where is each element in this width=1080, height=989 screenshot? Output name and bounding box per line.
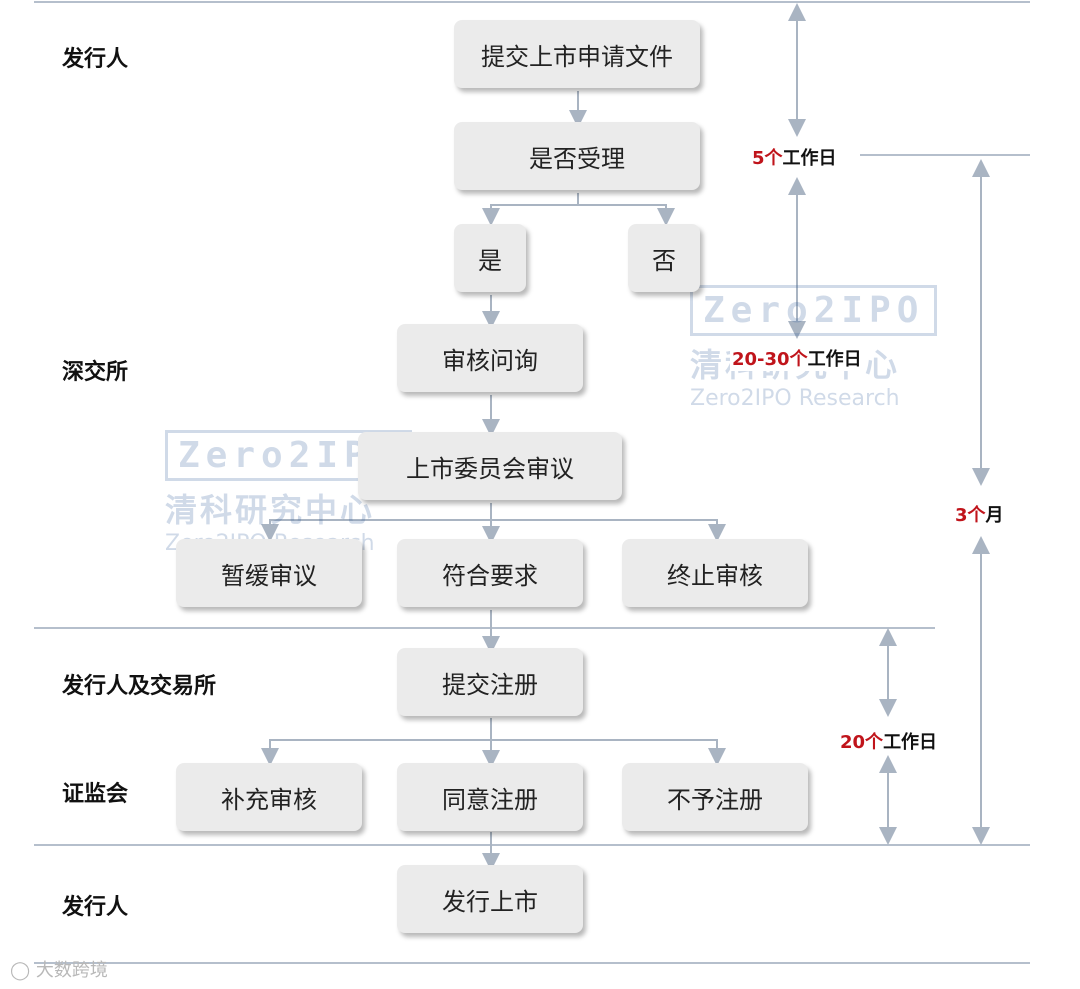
footer-source-text: 大数跨境 — [35, 960, 108, 981]
connector-registration-branch — [261, 739, 726, 766]
step-terminate-review: 终止审核 — [622, 539, 808, 607]
duration-number: 20个 — [840, 732, 884, 753]
duration-unit: 月 — [985, 505, 1004, 526]
step-no: 否 — [628, 224, 700, 292]
connector-committee-branch — [261, 519, 726, 542]
step-meets-requirements: 符合要求 — [397, 539, 583, 607]
duration-3-months: 3个月 — [953, 501, 1006, 527]
connector-accept-branch — [482, 204, 675, 226]
duration-20-30-working-days: 20-30个工作日 — [730, 345, 864, 371]
step-accept-decision: 是否受理 — [454, 122, 700, 190]
step-review-inquiry: 审核问询 — [397, 324, 583, 392]
step-committee-review: 上市委员会审议 — [358, 432, 622, 500]
row-label-issuer-top: 发行人 — [62, 47, 129, 72]
step-submit-application: 提交上市申请文件 — [454, 20, 700, 88]
step-approve-registration: 同意注册 — [397, 763, 583, 831]
duration-number: 5个 — [752, 148, 783, 169]
row-label-issuer-exchange: 发行人及交易所 — [62, 674, 217, 699]
duration-number: 20-30个 — [732, 349, 808, 370]
duration-unit: 工作日 — [782, 148, 837, 169]
duration-20-working-days: 20个工作日 — [838, 728, 940, 754]
duration-5-working-days: 5个工作日 — [750, 144, 839, 170]
row-label-szse: 深交所 — [62, 360, 129, 385]
duration-unit: 工作日 — [883, 732, 938, 753]
step-submit-registration: 提交注册 — [397, 648, 583, 716]
footer-source-logo: ◯ 大数跨境 — [10, 956, 108, 982]
step-supplementary-review: 补充审核 — [176, 763, 362, 831]
duration-number: 3个 — [955, 505, 986, 526]
step-suspend-review: 暂缓审议 — [176, 539, 362, 607]
weibo-icon: ◯ — [10, 960, 31, 981]
step-listing: 发行上市 — [397, 865, 583, 933]
row-label-csrc: 证监会 — [62, 782, 129, 807]
step-yes: 是 — [454, 224, 526, 292]
step-deny-registration: 不予注册 — [622, 763, 808, 831]
duration-unit: 工作日 — [807, 349, 862, 370]
row-label-issuer-bottom: 发行人 — [62, 895, 129, 920]
